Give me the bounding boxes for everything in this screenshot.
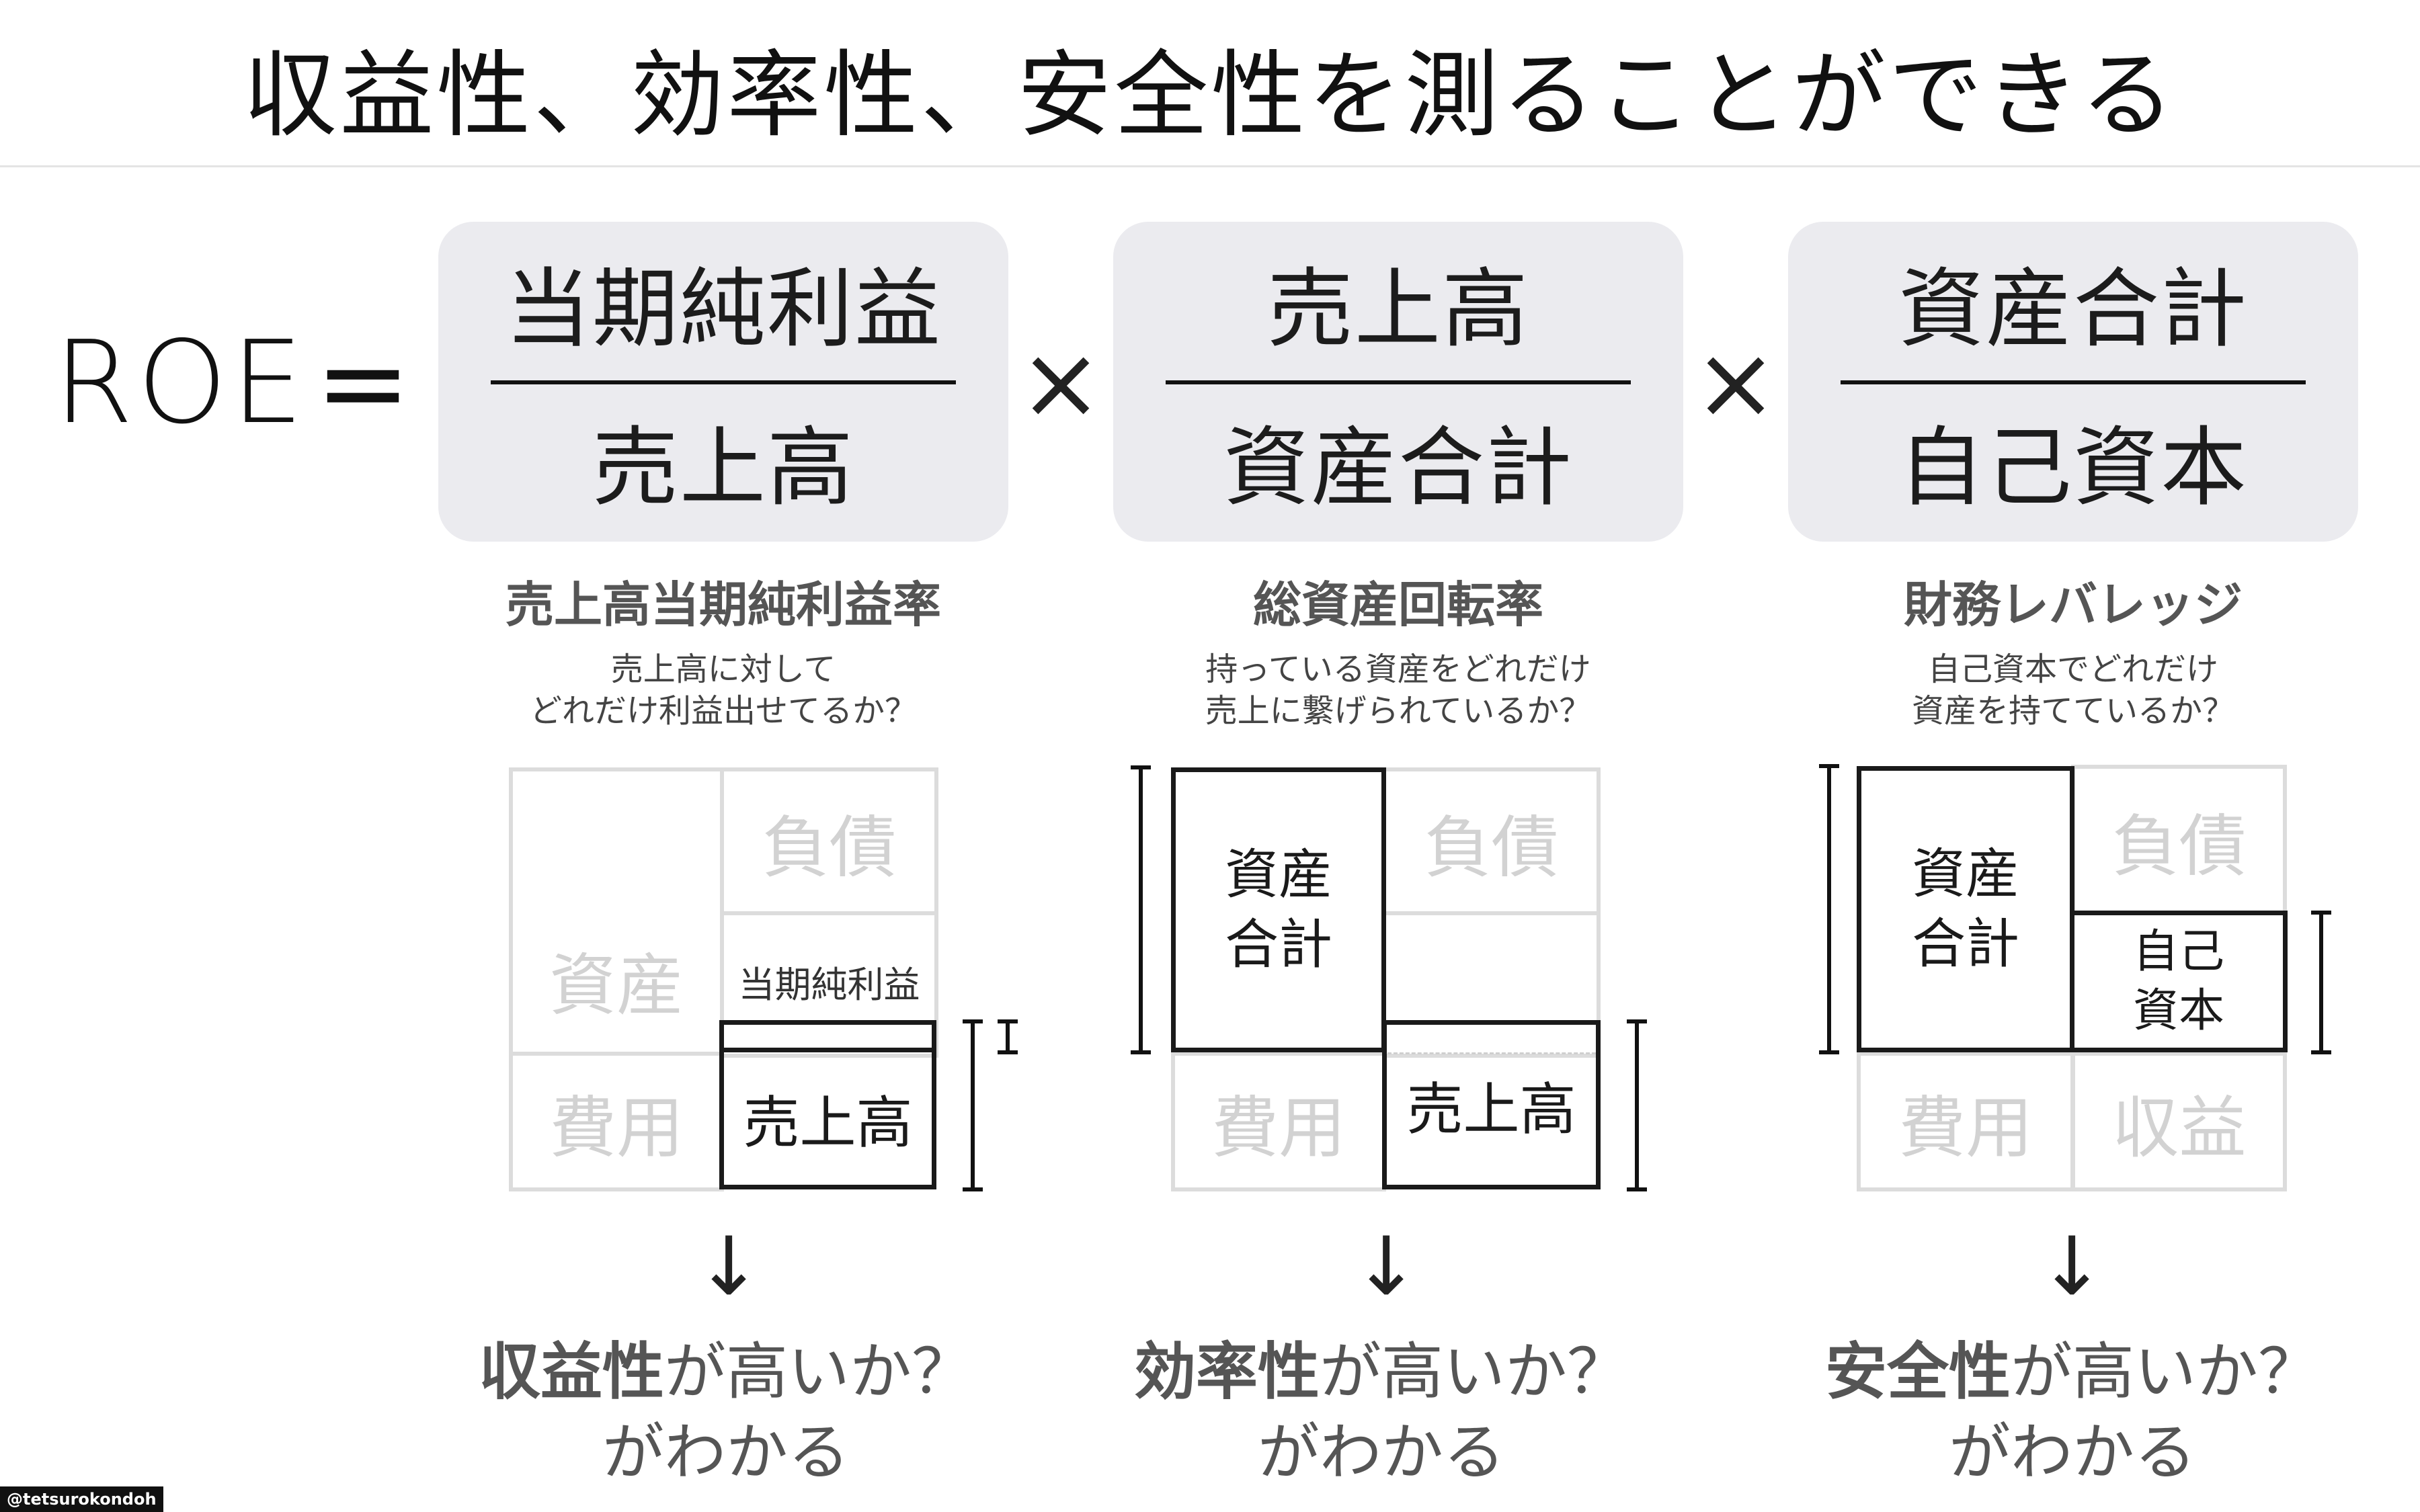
equity-label: 自己	[2132, 925, 2224, 978]
down-arrow-icon: ↓	[1352, 1220, 1420, 1314]
times-sign: ×	[1018, 325, 1103, 442]
result-efficiency: 効率性が高いか？ がわかる	[1045, 1332, 1718, 1493]
ratio-name-profit-margin: 売上高当期純利益率	[505, 576, 941, 633]
author-credit: @tetsurokondoh	[0, 1486, 163, 1512]
liability-cell: 負債	[720, 767, 938, 915]
assets-bracket	[1819, 764, 1839, 1054]
description-line: 自己資本でどれだけ	[1927, 650, 2218, 688]
total-assets-box: 資産 合計	[1857, 766, 2074, 1052]
assets-bracket	[1131, 765, 1151, 1054]
ratio-description: 売上高に対して どれだけ利益出せてるか？	[421, 648, 1026, 736]
sales-box: 売上高	[719, 1048, 936, 1189]
description-line: 売上高に対して	[610, 650, 836, 688]
fraction-bar	[1166, 380, 1631, 384]
description-line: 持っている資産をどれだけ	[1205, 650, 1591, 688]
numerator: 資産合計	[1898, 259, 2248, 360]
ratio-name-asset-turnover: 総資産回転率	[1252, 576, 1543, 633]
roe-label: ROE	[54, 317, 308, 450]
equity-label: 資本	[2132, 984, 2224, 1038]
dashed-divider	[1387, 1052, 1596, 1054]
numerator: 売上高	[1266, 259, 1529, 360]
fraction-asset-turnover: 売上高 資産合計	[1113, 222, 1683, 542]
down-arrow-icon: ↓	[694, 1220, 763, 1314]
total-assets-label: 資産	[1225, 843, 1332, 906]
net-profit-bracket	[998, 1019, 1018, 1054]
fraction-bar	[1841, 380, 2306, 384]
result-question: が高いか？	[2011, 1336, 2321, 1408]
result-keyword: 効率性	[1133, 1336, 1320, 1408]
net-profit-label: 当期純利益	[738, 963, 920, 1006]
revenue-cell: 収益	[2071, 1052, 2287, 1191]
total-assets-label: 合計	[1225, 913, 1332, 976]
denominator: 自己資本	[1898, 417, 2248, 518]
total-assets-label: 資産	[1912, 843, 2019, 905]
result-keyword: 収益性	[478, 1336, 664, 1408]
description-line: どれだけ利益出せてるか？	[529, 692, 917, 730]
ratio-name-financial-leverage: 財務レバレッジ	[1903, 576, 2243, 633]
denominator: 売上高	[592, 417, 854, 518]
result-line2: がわかる	[1257, 1417, 1505, 1488]
ratio-description: 持っている資産をどれだけ 売上に繋げられているか？	[1096, 648, 1701, 736]
equity-box: 自己 資本	[2070, 911, 2288, 1052]
ratio-description: 自己資本でどれだけ 資産を持てているか？	[1771, 648, 2376, 736]
result-keyword: 安全性	[1824, 1336, 2011, 1408]
liability-cell: 負債	[2071, 765, 2287, 915]
description-line: 資産を持てているか？	[1911, 692, 2234, 730]
equals-sign: =	[315, 317, 411, 450]
page-title: 収益性、効率性、安全性を測ることができる	[243, 41, 2177, 151]
fraction-bar	[491, 380, 956, 384]
result-profitability: 収益性が高いか？ がわかる	[390, 1332, 1062, 1493]
numerator: 当期純利益	[504, 259, 942, 360]
expense-cell: 費用	[1171, 1052, 1386, 1191]
title-divider	[0, 165, 2420, 167]
total-assets-box: 資産 合計	[1171, 767, 1386, 1052]
result-line2: がわかる	[1948, 1417, 2196, 1488]
total-assets-label: 合計	[1912, 913, 2019, 975]
expense-cell: 費用	[509, 1052, 724, 1191]
times-sign: ×	[1693, 325, 1778, 442]
sales-box: 売上高	[1382, 1020, 1601, 1189]
description-line: 売上に繋げられているか？	[1205, 692, 1592, 730]
down-arrow-icon: ↓	[2038, 1220, 2106, 1314]
result-question: が高いか？	[1320, 1336, 1629, 1408]
fraction-financial-leverage: 資産合計 自己資本	[1788, 222, 2358, 542]
sales-bracket	[1627, 1019, 1647, 1191]
liability-cell: 負債	[1382, 767, 1601, 915]
expense-cell: 費用	[1857, 1052, 2074, 1191]
equity-bracket	[2311, 911, 2331, 1054]
equity-cell-empty	[720, 911, 938, 1058]
result-line2: がわかる	[602, 1417, 850, 1488]
result-question: が高いか？	[664, 1336, 974, 1408]
denominator: 資産合計	[1223, 417, 1573, 518]
fraction-profit-margin: 当期純利益 売上高	[438, 222, 1008, 542]
sales-bracket	[963, 1019, 983, 1191]
result-safety: 安全性が高いか？ がわかる	[1736, 1332, 2409, 1493]
